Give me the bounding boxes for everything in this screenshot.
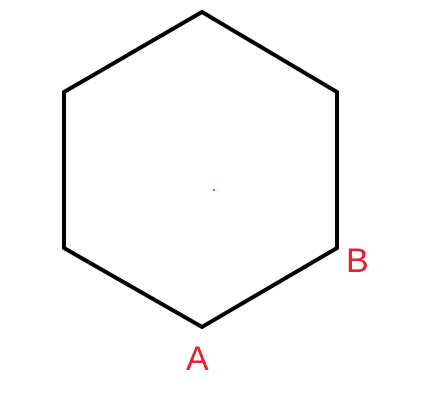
hexagon-outline	[62, 9, 339, 330]
vertex-label-b: B	[346, 242, 369, 280]
vertex-label-a: A	[186, 340, 209, 378]
center-point	[213, 189, 215, 191]
